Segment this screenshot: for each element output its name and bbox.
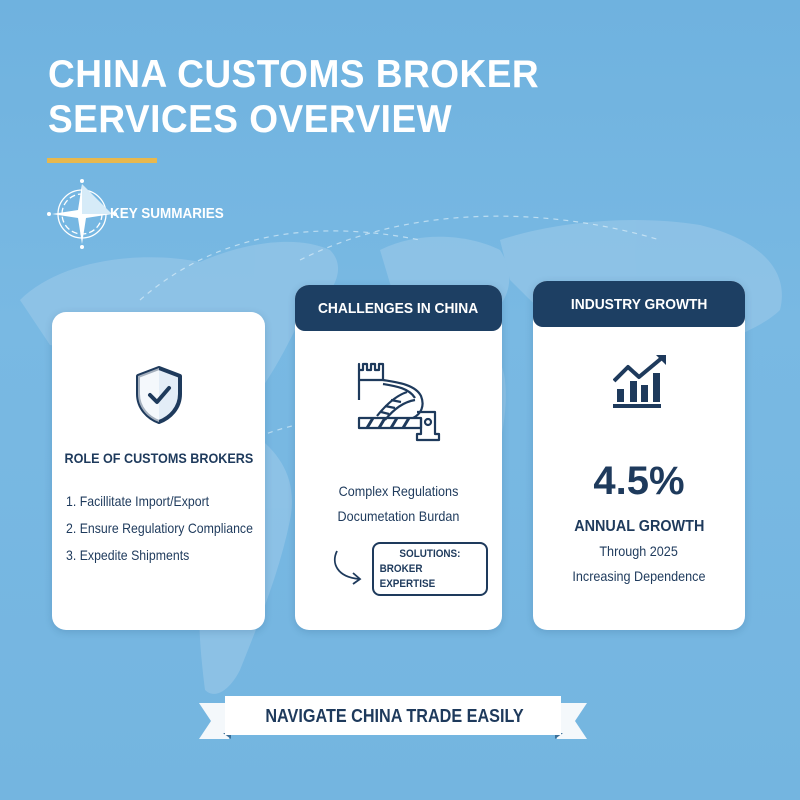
list-item: 3. Expedite Shipments	[66, 547, 190, 563]
shield-check-icon	[136, 366, 182, 424]
title-line-2: SERVICES OVERVIEW	[48, 98, 453, 141]
growth-sub-2: Increasing Dependence	[572, 568, 706, 584]
section-label: KEY SUMMARIES	[110, 205, 224, 222]
title-line-1: CHINA CUSTOMS BROKER	[48, 53, 540, 96]
page-title: CHINA CUSTOMS BROKER SERVICES OVERVIEW	[48, 52, 539, 142]
growth-value: 4.5%	[593, 459, 685, 503]
solution-box: SOLUTIONS: BROKER EXPERTISE	[372, 542, 488, 596]
accent-rule	[47, 158, 157, 163]
role-list: 1. Facillitate Import/Export 2. Ensure R…	[66, 488, 278, 569]
challenge-lines: Complex Regulations Documetation Burdan	[295, 479, 502, 529]
challenges-header: CHALLENGES IN CHINA	[295, 285, 502, 331]
banner-text: NAVIGATE CHINA TRADE EASILY	[265, 705, 525, 726]
role-heading: ROLE OF CUSTOMS BROKERS	[64, 450, 253, 466]
solution-line-2: BROKER EXPERTISE	[379, 562, 436, 590]
growth-sub-1: Through 2025	[599, 543, 679, 559]
list-item: 1. Facillitate Import/Export	[66, 493, 210, 509]
challenge-item: Documetation Burdan	[337, 508, 460, 524]
growth-label: ANNUAL GROWTH	[573, 518, 705, 535]
great-wall-barrier-icon	[357, 362, 441, 442]
ribbon-banner	[199, 696, 587, 739]
challenges-card: CHALLENGES IN CHINA Complex Regulations …	[295, 285, 502, 630]
curved-arrow-icon	[333, 550, 362, 585]
solution-line-1: SOLUTIONS:	[399, 547, 461, 560]
growth-header: INDUSTRY GROWTH	[533, 281, 745, 327]
growth-chart-icon	[613, 355, 666, 408]
list-item: 2. Ensure Regulatiory Compliance	[66, 520, 253, 536]
growth-card: INDUSTRY GROWTH 4.5% ANNUAL GROWTH Throu…	[533, 281, 745, 630]
compass-rose-icon	[47, 179, 117, 249]
challenge-item: Complex Regulations	[338, 483, 459, 499]
role-card: ROLE OF CUSTOMS BROKERS 1. Facillitate I…	[52, 312, 265, 630]
